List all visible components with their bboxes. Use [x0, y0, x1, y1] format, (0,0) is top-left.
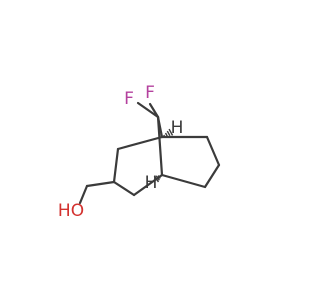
bond-c6-c5 [160, 173, 207, 189]
hash-stroke [157, 175, 161, 179]
fluorine-label-left: F [124, 89, 134, 109]
molecule-structure: F F HO H H [58, 83, 221, 221]
bond-ch2-o [78, 184, 89, 205]
bond-c1-c2 [116, 135, 164, 151]
hydrogen-label-lower: H [145, 173, 158, 193]
hash-stroke [163, 134, 166, 137]
hash-stroke [159, 174, 162, 178]
hash-stroke [166, 130, 171, 137]
hydrogen-label-upper: H [171, 118, 184, 138]
bond-c7-c6 [203, 163, 221, 189]
hash-stroke [164, 132, 168, 137]
hash-stroke [168, 128, 174, 136]
hash-stroke [153, 175, 160, 183]
bond-c2-c3 [112, 147, 120, 184]
hash-bond-h2 [153, 174, 162, 183]
bond-skeleton [78, 101, 221, 205]
hydroxyl-label: HO [58, 201, 84, 221]
fluorine-label-right: F [145, 83, 155, 103]
bond-c3-c4 [112, 180, 136, 197]
hash-stroke [155, 175, 160, 181]
bond-c3-ch2 [85, 180, 116, 188]
bond-c8-c7 [205, 135, 221, 167]
bond-c9-f-left [136, 101, 160, 119]
bond-c9-c5 [156, 115, 164, 177]
hash-bond-h1 [163, 128, 174, 137]
